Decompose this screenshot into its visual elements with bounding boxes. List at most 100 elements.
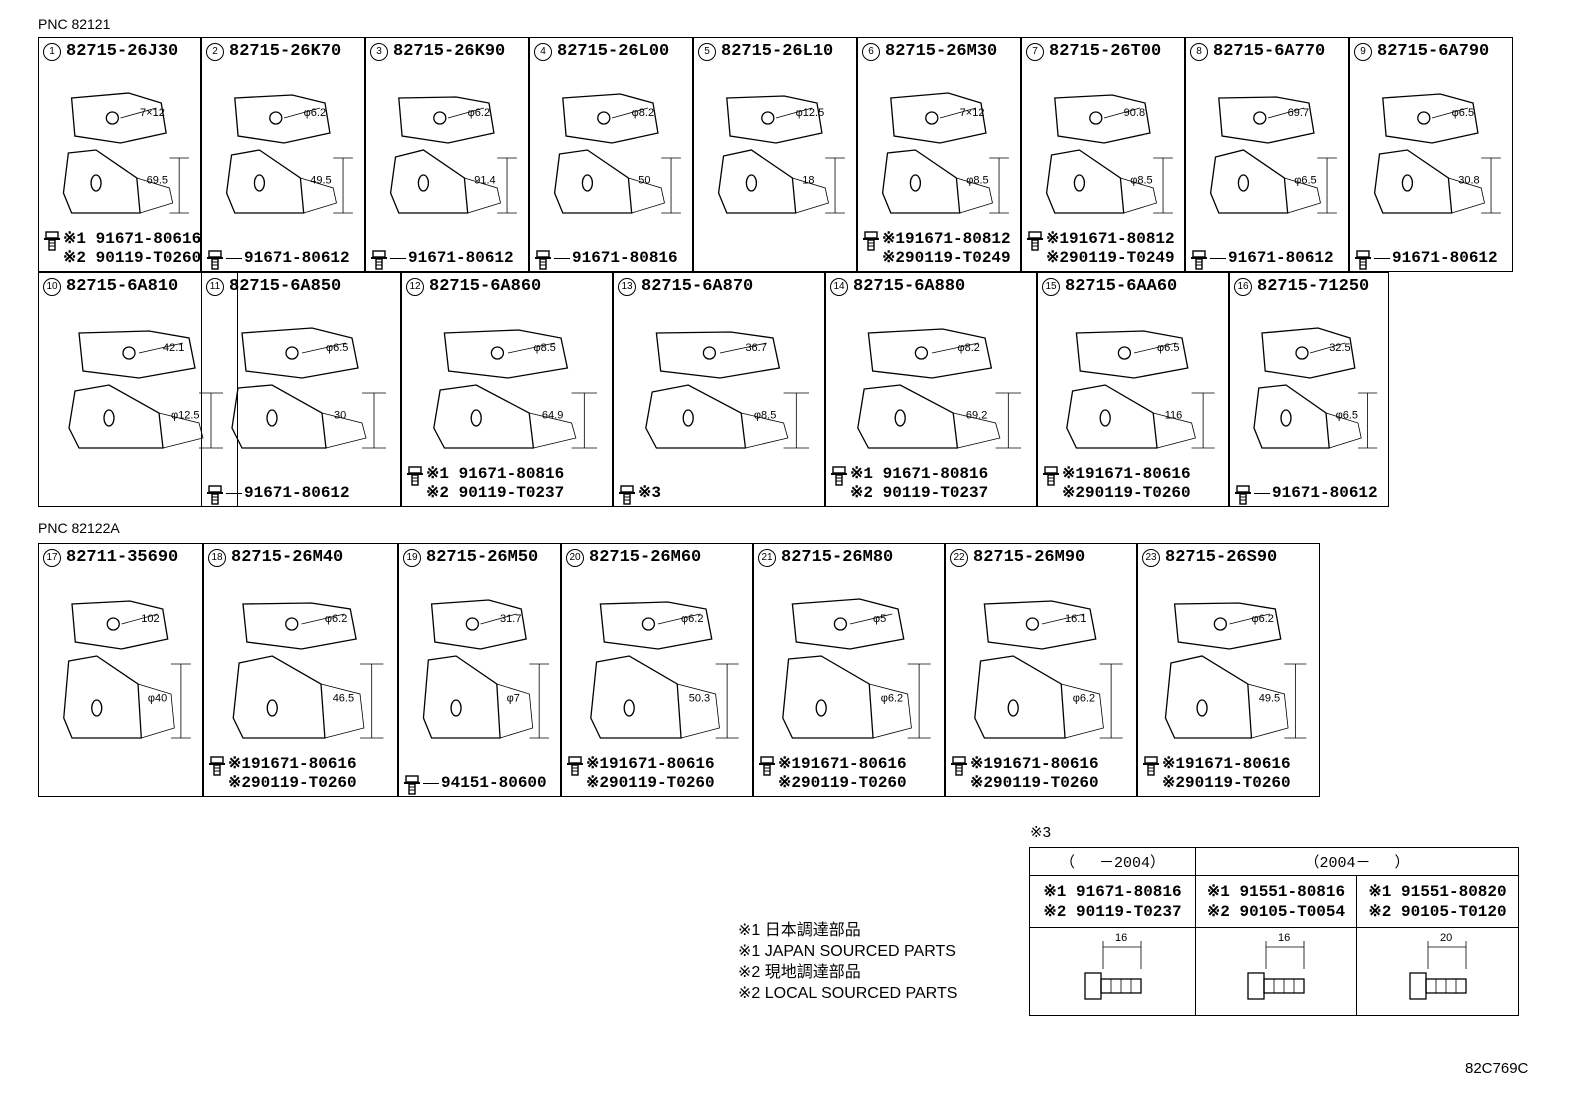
bolt-icon [759,755,775,776]
dimension-label: φ6.2 [881,692,903,704]
table3-col2-parts: ※1 91551-80816※2 90105-T0054 [1195,875,1357,928]
bolt-icon [567,755,583,776]
note-japan-jp: ※1 日本調達部品 [738,922,861,939]
callout-number: 18 [208,548,226,567]
bolt-spec: ※191671-80812※290119-T0249 [862,230,1011,268]
part-number: 82711-35690 [66,548,179,567]
callout-number: 8 [1190,42,1208,61]
dimension-label: φ6.2 [1073,692,1095,704]
bolt-spec: ※191671-80616※290119-T0260 [1142,755,1291,793]
bracket-drawing: φ8.564.9 [433,329,598,449]
dimension-label: 16.1 [1065,613,1086,625]
bolt-part-number: ※191671-80616 [1062,465,1191,483]
bolt-spec: ※1 91671-80816※2 90119-T0237 [406,465,564,503]
bolt-spec: ※191671-80616※290119-T0260 [950,755,1099,793]
bracket-drawing: 36.7φ8.5 [645,331,810,449]
bracket-drawing: 69.7φ6.5 [1209,96,1337,214]
bolt-spec: ※191671-80616※290119-T0260 [566,755,715,793]
dimension-label: 30.8 [1458,175,1479,187]
part-number: 82715-26M30 [885,42,998,61]
bolt-part-number: ※290119-T0249 [882,249,1011,267]
bracket-drawing: φ8.269.2 [857,328,1022,449]
part-number: 82715-6AA60 [1065,277,1178,296]
dimension-label: φ6.2 [1251,613,1273,625]
bolt-part-number: ※290119-T0260 [228,774,357,792]
dimension-label: 7×12 [960,107,985,119]
bolt-part-number: ※1 91671-80816 [426,465,565,483]
dimension-label: φ6.2 [468,107,490,119]
part-number: 82715-26L00 [557,42,670,61]
svg-text:16: 16 [1278,932,1290,944]
dimension-label: φ6.2 [304,107,326,119]
part-number: 82715-6A860 [429,277,542,296]
bolt-part-number: ※2 90119-T0260 [63,249,201,267]
bolt-icon [209,755,225,776]
callout-number: 9 [1354,42,1372,61]
bracket-drawing: 16.1 φ6.2 [974,600,1123,739]
bolt-spec: 91671-80612 [206,484,350,505]
callout-number: 4 [534,42,552,61]
bolt-spec: ※191671-80616※290119-T0260 [758,755,907,793]
bolt-part-number: 91671-80816 [572,249,678,267]
bolt-part-number: 91671-80612 [1228,249,1334,267]
callout-number: 10 [43,277,61,296]
bracket-drawing: φ6.530 [231,327,386,449]
callout-number: 3 [370,42,388,61]
svg-text:16: 16 [1115,932,1127,944]
bolt-icon: 16 [1247,932,1305,1000]
bracket-drawing: φ6.250.3 [590,601,739,739]
part-number: 82715-6A870 [641,277,754,296]
note-local-en: ※2 LOCAL SOURCED PARTS [738,985,958,1002]
bolt-part-number: ※290119-T0260 [1062,484,1191,502]
bracket-drawing: φ6.291.4 [389,96,517,214]
bolt-part-number: ※2 90119-T0237 [850,484,989,502]
pnc-label-2: PNC 82122A [38,520,120,536]
table3-col3-parts: ※1 91551-80820※2 90105-T0120 [1356,875,1519,928]
bolt-part-number: 91671-80612 [1272,484,1378,502]
dimension-label: 102 [141,613,159,625]
bolt-spec: 91671-80612 [1234,484,1378,505]
dimension-label: 50.3 [689,692,710,704]
bolt-part-number: ※290119-T0260 [586,774,715,792]
bolt-part-number: ※290119-T0249 [1046,249,1175,267]
part-number: 82715-26M60 [589,548,702,567]
bolt-icon [1143,755,1159,776]
table3-label: ※3 [1030,824,1051,841]
bolt-spec: 91671-80612 [206,249,350,270]
table3-head-after: （2004－ ） [1195,847,1519,876]
bolt-spec: ※191671-80616※290119-T0260 [1042,465,1191,503]
bolt-part-number: ※191671-80616 [586,755,715,773]
callout-number: 7 [1026,42,1044,61]
svg-text:20: 20 [1440,932,1452,944]
dimension-label: 64.9 [542,410,563,422]
dimension-label: φ7 [507,692,520,704]
bolt-spec: 91671-80816 [534,249,678,270]
bolt-icon [407,465,423,486]
dimension-label: φ6.5 [326,342,348,354]
callout-number: 11 [206,277,224,296]
bolt-part-number: ※191671-80812 [882,230,1011,248]
bolt-part-number: 91671-80612 [244,484,350,502]
bolt-icon [951,755,967,776]
bolt-icon [371,249,387,270]
dimension-label: 69.7 [1288,107,1309,119]
bolt-spec: ※191671-80812※290119-T0249 [1026,230,1175,268]
